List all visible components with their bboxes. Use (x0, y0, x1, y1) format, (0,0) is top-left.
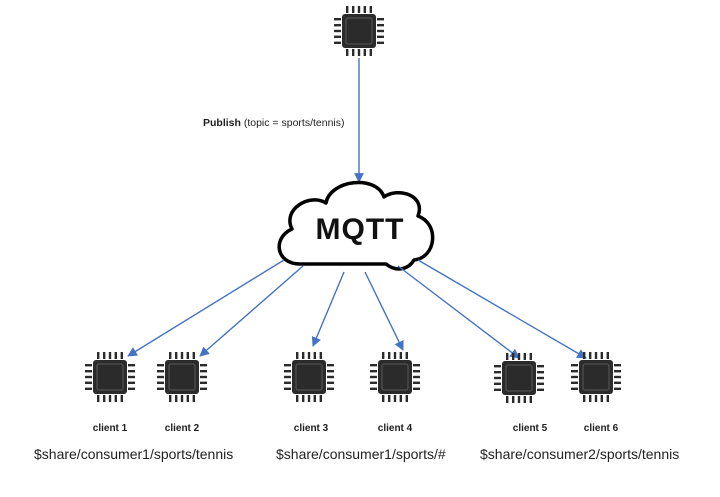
mqtt-cloud-icon (277, 180, 435, 271)
subscription-group-2: $share/consumer1/sports/# (276, 446, 446, 462)
client-label-6: client 6 (583, 423, 619, 434)
publish-label: Publish (topic = sports/tennis) (203, 117, 345, 129)
client-label-3: client 3 (293, 423, 329, 434)
arrow-to-client-1 (127, 259, 285, 357)
arrow-to-client-2 (199, 265, 304, 357)
client-4-chip-icon (369, 351, 421, 403)
client-1-chip-icon (84, 351, 136, 403)
subscription-group-3: $share/consumer2/sports/tennis (480, 446, 680, 462)
delivery-arrows (127, 259, 587, 359)
publish-verb: Publish (203, 117, 241, 129)
client-6-chip-icon (570, 351, 622, 403)
arrow-to-client-6 (417, 259, 587, 359)
arrow-to-client-4 (364, 271, 404, 351)
arrow-to-client-3 (311, 271, 345, 347)
subscription-group-1: $share/consumer1/sports/tennis (34, 446, 234, 462)
broker-label: MQTT (315, 213, 405, 246)
client-label-1: client 1 (92, 423, 128, 434)
client-2-chip-icon (156, 351, 208, 403)
client-label-4: client 4 (377, 423, 413, 434)
publish-topic: (topic = sports/tennis) (240, 117, 345, 129)
client-label-2: client 2 (164, 423, 200, 434)
client-5-chip-icon (493, 352, 545, 404)
client-3-chip-icon (283, 351, 335, 403)
arrow-to-client-5 (397, 265, 520, 359)
client-label-5: client 5 (512, 423, 548, 434)
publisher-chip-icon (333, 5, 385, 57)
